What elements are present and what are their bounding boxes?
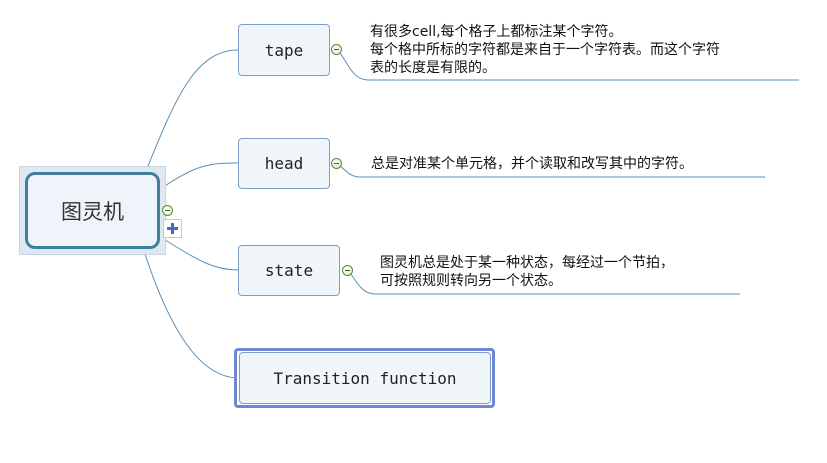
collapse-tape-minus-circle-icon[interactable] (331, 44, 342, 55)
root-node[interactable]: 图灵机 (25, 172, 160, 249)
expand-plus-square-icon[interactable] (163, 219, 182, 238)
connector-state (161, 237, 239, 271)
collapse-head-minus-circle-icon[interactable] (331, 158, 342, 169)
note-tape[interactable]: 有很多cell,每个格子上都标注某个字符。 每个格中所标的字符都是来自于一个字符… (370, 23, 720, 77)
note-state-line-1: 图灵机总是处于某一种状态，每经过一个节拍， (380, 255, 674, 271)
note-head[interactable]: 总是对准某个单元格，并个读取和改写其中的字符。 (371, 155, 693, 173)
node-tape[interactable]: tape (238, 24, 330, 76)
collapse-state-minus-circle-icon[interactable] (342, 265, 353, 276)
connector-head (161, 162, 239, 189)
node-state[interactable]: state (238, 245, 340, 296)
collapse-root-minus-circle-icon[interactable] (162, 205, 173, 216)
node-head[interactable]: head (238, 138, 330, 189)
note-tape-line-1: 有很多cell,每个格子上都标注某个字符。 (370, 24, 623, 40)
note-tape-line-2: 每个格中所标的字符都是来自于一个字符表。而这个字符 (370, 42, 720, 58)
node-transition-function[interactable]: Transition function (239, 352, 491, 404)
connector-tape (147, 49, 239, 167)
note-state-line-2: 可按照规则转向另一个状态。 (380, 273, 562, 289)
note-tape-line-3: 表的长度是有限的。 (370, 60, 496, 76)
note-head-line-1: 总是对准某个单元格，并个读取和改写其中的字符。 (371, 156, 693, 172)
note-state[interactable]: 图灵机总是处于某一种状态，每经过一个节拍， 可按照规则转向另一个状态。 (380, 254, 674, 290)
connector-transition (144, 253, 240, 379)
